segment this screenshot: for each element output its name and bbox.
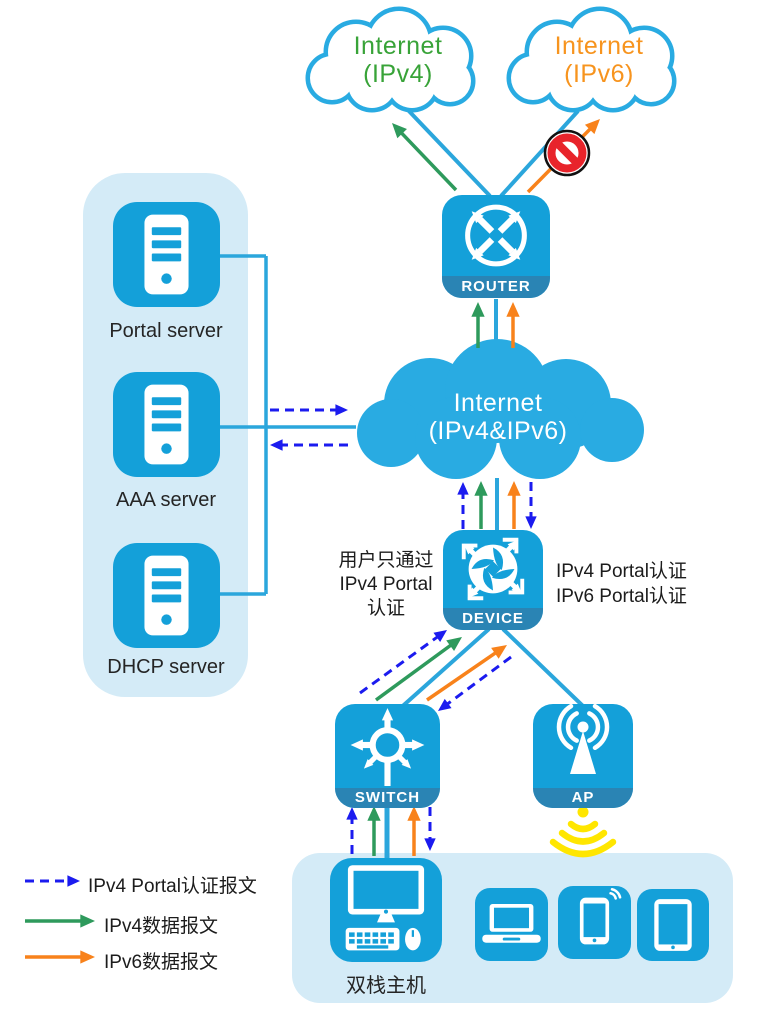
desktop-computer-icon: [345, 865, 425, 951]
ap-icon: [556, 704, 610, 774]
link-router-ipv4: [405, 107, 492, 198]
core-cloud-label: Internet(IPv4&IPv6): [428, 389, 568, 445]
portal-server-node: [113, 202, 220, 307]
portal-auth-device-up: [457, 482, 469, 529]
ipv4-data-switch-up: [374, 637, 462, 702]
router-label: ROUTER: [442, 276, 550, 298]
router-node: ROUTER: [442, 195, 550, 298]
network-links: [219, 107, 587, 860]
portal-auth-to-server: [270, 439, 348, 451]
laptop-node: [475, 888, 548, 961]
legend-ipv4-data-label: IPv4数据报文: [104, 916, 219, 937]
portal-auth-switch-dn: [438, 655, 512, 711]
tablet-node: [637, 889, 709, 961]
aaa-server-label: AAA server: [115, 489, 217, 511]
server-icon: [144, 214, 189, 295]
internet-core-cloud: [357, 339, 644, 479]
device-right-annotation: IPv4 Portal认证 IPv6 Portal认证: [556, 561, 687, 607]
legend-ipv6-data-key: [25, 950, 95, 964]
switch-label: SWITCH: [335, 788, 440, 808]
dual-stack-host-label: 双栈主机: [346, 975, 426, 997]
ipv6-data-switch-up: [426, 645, 507, 702]
portal-auth-host-up: [346, 807, 358, 854]
link-device-switch: [394, 627, 491, 714]
server-icon: [144, 555, 189, 636]
device-icon: [461, 530, 543, 608]
legend-portal-auth-key: [25, 875, 80, 887]
legend-ipv6-data-label: IPv6数据报文: [104, 952, 219, 973]
device-label: DEVICE: [443, 608, 543, 630]
portal-auth-to-core: [270, 404, 348, 416]
dhcp-server-label: DHCP server: [107, 656, 225, 678]
link-router-ipv6: [499, 109, 580, 198]
link-device-ap: [501, 627, 587, 710]
ipv6-data-host-up: [407, 806, 421, 856]
ipv4-data-device-up: [474, 481, 488, 529]
portal-server-label: Portal server: [109, 320, 223, 342]
wifi-signal-icon: [549, 806, 617, 858]
smartphone-icon: [579, 888, 622, 945]
ap-node: AP: [533, 704, 633, 808]
ipv6-data-router-up: [506, 302, 520, 348]
laptop-icon: [482, 904, 541, 943]
portal-auth-switch-up: [359, 630, 447, 695]
portal-auth-device-dn: [525, 482, 537, 529]
ipv4-data-to-inet: [392, 123, 458, 192]
dhcp-server-node: [113, 543, 220, 648]
dual-stack-host-node: [330, 858, 442, 962]
ap-label: AP: [533, 788, 633, 808]
server-icon: [144, 384, 189, 465]
switch-node: SWITCH: [335, 704, 440, 808]
ipv4-cloud-label: Internet(IPv4): [353, 32, 443, 88]
device-left-annotation: 用户只通过 IPv4 Portal 认证: [338, 550, 434, 619]
ipv6-cloud-label: Internet(IPv6): [554, 32, 644, 88]
tablet-icon: [654, 899, 692, 951]
switch-icon: [350, 708, 425, 786]
aaa-server-node: [113, 372, 220, 477]
no-entry-icon: [543, 129, 591, 177]
ipv6-data-device-up: [507, 481, 521, 529]
router-icon: [465, 204, 527, 267]
ipv4-data-host-up: [367, 806, 381, 856]
device-node: DEVICE: [443, 530, 543, 630]
legend-portal-auth-label: IPv4 Portal认证报文: [88, 876, 257, 897]
smartphone-node: [558, 886, 631, 959]
portal-auth-host-dn: [424, 807, 436, 851]
ipv4-data-router-up: [471, 302, 485, 348]
legend-ipv4-data-key: [25, 914, 95, 928]
